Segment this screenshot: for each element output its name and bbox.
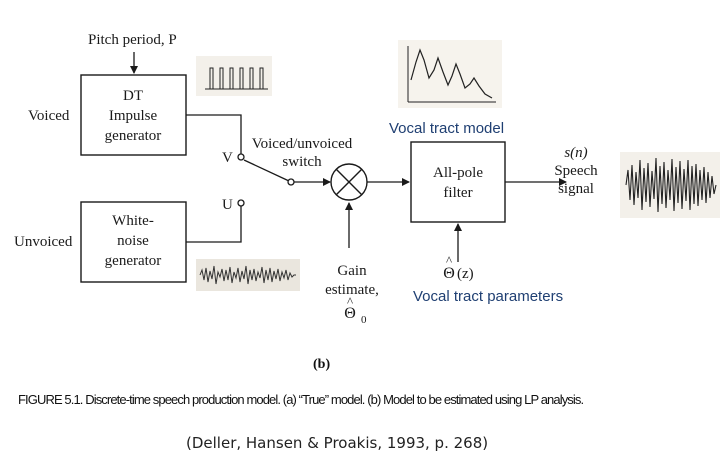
voiced-label: Voiced — [28, 108, 70, 124]
white-noise-line-2: noise — [117, 233, 149, 249]
switch-v-label: V — [222, 150, 233, 166]
gain-theta-symbol: Θ — [344, 305, 356, 322]
output-label-line-2: Speech — [554, 163, 598, 179]
multiplier-node — [330, 163, 368, 201]
voiced-wire — [186, 114, 242, 154]
switch-u-label: U — [222, 197, 233, 213]
filter-label-line-2: filter — [443, 185, 472, 201]
noise-waveform-thumbnail — [196, 259, 300, 291]
switch-label-line-1: Voiced/unvoiced — [252, 136, 353, 152]
vocal-tract-model-label: Vocal tract model — [389, 120, 504, 137]
spectrum-thumbnail — [398, 40, 502, 108]
white-noise-line-1: White- — [112, 213, 154, 229]
impulse-train-thumbnail — [196, 56, 272, 96]
white-noise-line-3: generator — [105, 253, 162, 269]
unvoiced-label: Unvoiced — [14, 234, 73, 250]
v-terminal — [237, 153, 245, 161]
switch-arm — [243, 159, 290, 182]
speech-waveform-thumbnail — [620, 152, 720, 218]
theta-symbol: Θ — [443, 265, 455, 282]
theta-arg: (z) — [457, 266, 474, 282]
unvoiced-wire — [186, 206, 242, 243]
theta-hat: ^ — [446, 253, 452, 268]
panel-label: (b) — [313, 357, 331, 372]
switch-label-line-2: switch — [282, 154, 322, 170]
switch-pivot — [287, 178, 295, 186]
u-terminal — [237, 199, 245, 207]
gain-label-line-1: Gain — [337, 263, 367, 279]
output-label-line-1: s(n) — [564, 145, 587, 161]
filter-label-line-1: All-pole — [433, 165, 483, 181]
pitch-period-label: Pitch period, P — [88, 32, 177, 48]
all-pole-filter-box — [410, 141, 506, 223]
dt-impulse-line-3: generator — [105, 128, 162, 144]
gain-label-line-2: estimate, — [325, 282, 379, 298]
vocal-tract-params-label: Vocal tract parameters — [413, 288, 563, 305]
citation: (Deller, Hansen & Proakis, 1993, p. 268) — [186, 434, 489, 452]
dt-impulse-line-2: Impulse — [109, 108, 158, 124]
figure-caption: FIGURE 5.1. Discrete-time speech product… — [18, 392, 584, 407]
gain-subscript: 0 — [361, 314, 367, 326]
output-label-line-3: signal — [558, 181, 594, 197]
gain-hat: ^ — [347, 294, 353, 309]
dt-impulse-line-1: DT — [123, 88, 143, 104]
